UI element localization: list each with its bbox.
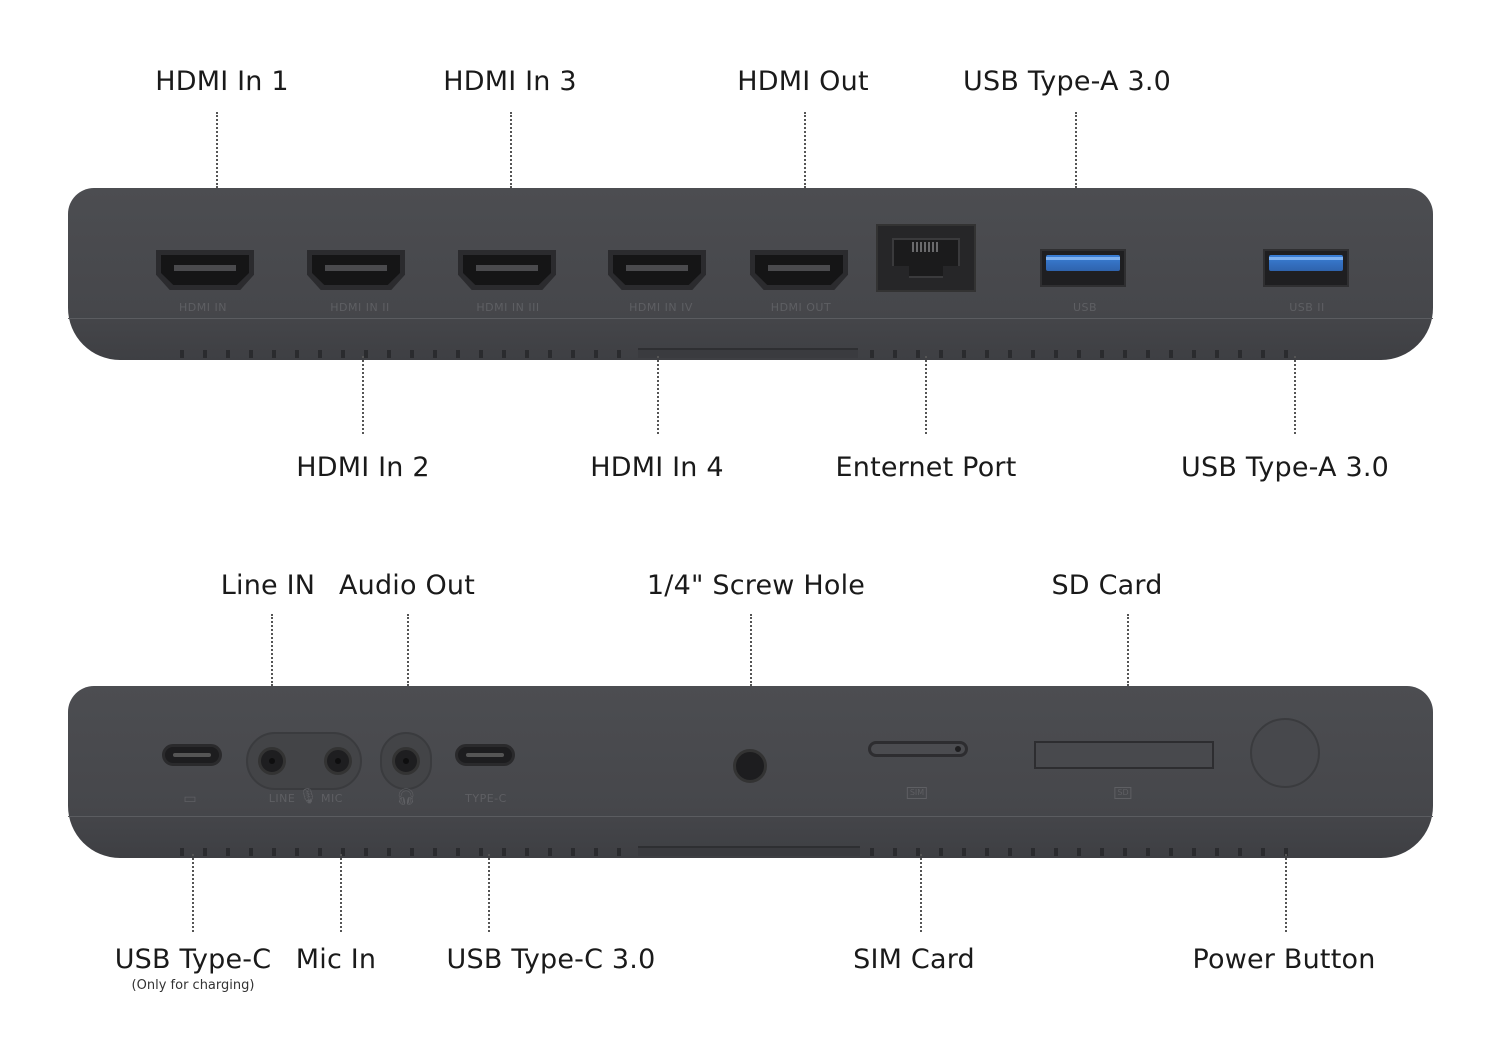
leader-line (362, 356, 364, 434)
callout-power-button: Power Button (1192, 944, 1376, 975)
audio-jack-pod (246, 732, 362, 790)
leader-line (488, 854, 490, 932)
leader-line (407, 614, 409, 686)
port-label: HDMI IN (179, 301, 227, 314)
leader-line (1294, 356, 1296, 434)
leader-line (271, 614, 273, 686)
port-label: LINE (268, 792, 296, 805)
hdmi-in-2-port[interactable] (307, 250, 405, 290)
panel-bay (638, 846, 860, 856)
port-label: HDMI OUT (770, 301, 832, 314)
leader-line (510, 112, 512, 188)
usb-c-3-port[interactable] (455, 744, 515, 766)
hdmi-in-1-port[interactable] (156, 250, 254, 290)
port-label: TYPE-C (465, 792, 507, 805)
port-label: USB II (1289, 301, 1325, 314)
leader-line (1127, 614, 1129, 686)
leader-line (1075, 112, 1077, 188)
usb-a-port-1[interactable] (1040, 249, 1126, 287)
port-label: HDMI IN II (330, 301, 390, 314)
leader-line (340, 854, 342, 932)
screw-hole (733, 749, 767, 783)
callout-sim-card: SIM Card (853, 944, 975, 975)
battery-icon: ▭ (183, 791, 197, 807)
ethernet-port[interactable] (876, 224, 976, 292)
audio-out-jack[interactable] (392, 747, 420, 775)
leader-line (920, 854, 922, 932)
callout-hdmi-in-4: HDMI In 4 (590, 452, 724, 483)
callout-usb-a-2: USB Type-A 3.0 (1181, 452, 1389, 483)
mic-in-jack[interactable] (324, 747, 352, 775)
audio-out-pod (380, 732, 432, 790)
callout-hdmi-out: HDMI Out (737, 66, 869, 97)
headphone-icon: 🎧︎ (395, 787, 417, 806)
port-label: HDMI IN III (476, 301, 540, 314)
panel-seam (68, 816, 1433, 817)
device-top-panel: HDMI IN HDMI IN II HDMI IN III HDMI IN I… (68, 188, 1433, 360)
callout-mic-in: Mic In (295, 944, 377, 975)
callout-usb-a-1: USB Type-A 3.0 (963, 66, 1171, 97)
sim-card-slot[interactable] (868, 741, 968, 757)
callout-audio-out: Audio Out (338, 570, 476, 601)
callout-usb-c-charge: USB Type-C (114, 944, 272, 975)
usb-c-charge-port[interactable] (162, 744, 222, 766)
hdmi-in-4-port[interactable] (608, 250, 706, 290)
callout-usb-c-charge-note: (Only for charging) (131, 978, 255, 993)
port-label: MIC (321, 792, 343, 805)
leader-line (804, 112, 806, 188)
callout-usb-c-3: USB Type-C 3.0 (446, 944, 656, 975)
callout-ethernet: Enternet Port (835, 452, 1017, 483)
microphone-icon: 🎙︎ (298, 787, 318, 805)
hdmi-out-port[interactable] (750, 250, 848, 290)
callout-line-in: Line IN (220, 570, 316, 601)
callout-sd-card: SD Card (1051, 570, 1163, 601)
sd-card-slot[interactable] (1034, 741, 1214, 769)
leader-line (192, 854, 194, 932)
sd-icon: SD (1114, 787, 1132, 799)
leader-line (925, 356, 927, 434)
device-bottom-panel: ▭ LINE 🎙︎ MIC 🎧︎ TYPE-C SIM SD (68, 686, 1433, 858)
line-in-jack[interactable] (258, 747, 286, 775)
hdmi-in-3-port[interactable] (458, 250, 556, 290)
usb-a-port-2[interactable] (1263, 249, 1349, 287)
power-button[interactable] (1250, 718, 1320, 788)
callout-screw-hole: 1/4" Screw Hole (646, 570, 866, 601)
sim-icon: SIM (906, 787, 928, 799)
port-label: HDMI IN IV (629, 301, 693, 314)
leader-line (1285, 854, 1287, 932)
callout-hdmi-in-1: HDMI In 1 (155, 66, 289, 97)
callout-hdmi-in-3: HDMI In 3 (443, 66, 577, 97)
leader-line (657, 356, 659, 434)
panel-seam (68, 318, 1433, 319)
leader-line (216, 112, 218, 188)
leader-line (750, 614, 752, 686)
panel-bay (638, 348, 858, 358)
callout-hdmi-in-2: HDMI In 2 (296, 452, 430, 483)
port-label: USB (1072, 301, 1098, 314)
